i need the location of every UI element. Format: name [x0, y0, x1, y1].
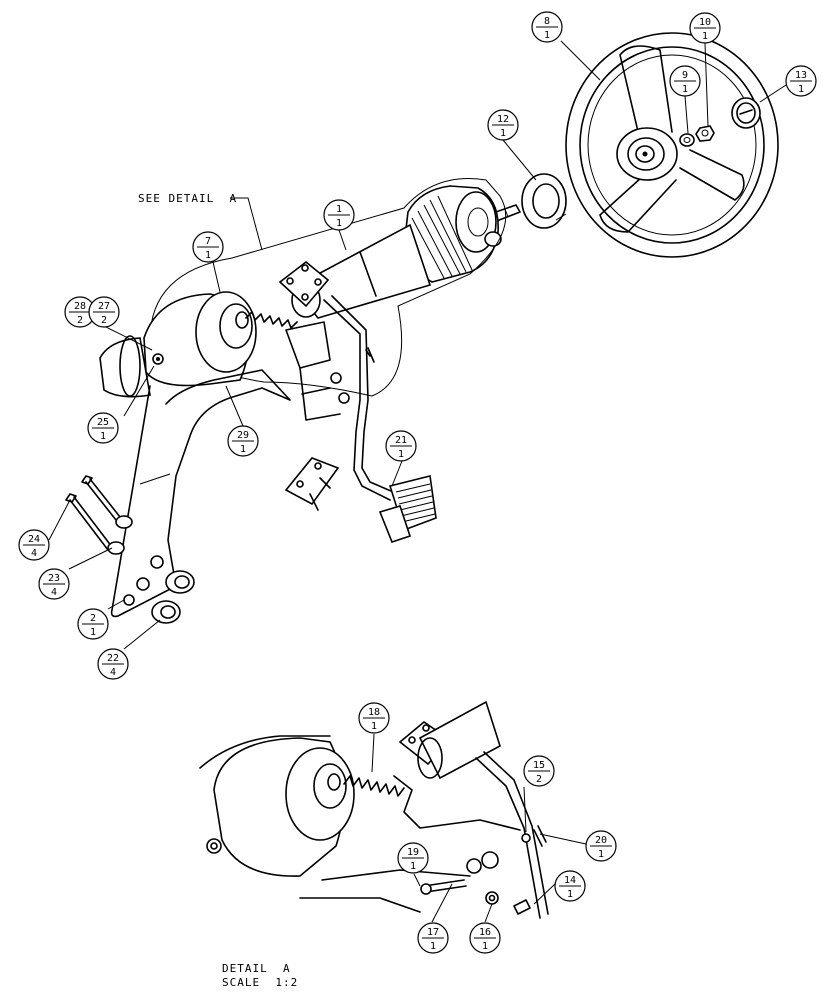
svg-text:2: 2: [77, 315, 83, 326]
callout-item-24: 244: [18, 529, 50, 561]
svg-text:29: 29: [237, 430, 249, 441]
callout-item-14: 141: [554, 870, 586, 902]
brake-actuator: [99, 291, 257, 398]
callout-item-1: 11: [323, 199, 355, 231]
svg-text:4: 4: [51, 587, 57, 598]
svg-text:7: 7: [205, 236, 211, 247]
svg-text:1: 1: [410, 861, 416, 872]
svg-text:1: 1: [598, 849, 604, 860]
hub-nut: [695, 125, 715, 142]
svg-text:1: 1: [240, 444, 246, 455]
steering-column: [278, 185, 521, 319]
callout-item-10: 101: [689, 12, 721, 44]
svg-text:1: 1: [702, 31, 708, 42]
callout-item-27: 272: [88, 296, 120, 328]
svg-text:28: 28: [74, 301, 86, 312]
callout-item-18: 181: [358, 702, 390, 734]
svg-text:9: 9: [682, 70, 688, 81]
svg-text:18: 18: [368, 707, 380, 718]
mounting-bolts: [65, 475, 133, 555]
svg-text:1: 1: [336, 218, 342, 229]
svg-text:25: 25: [97, 417, 109, 428]
svg-text:17: 17: [427, 927, 439, 938]
svg-text:2: 2: [536, 774, 542, 785]
svg-text:20: 20: [595, 835, 607, 846]
svg-text:27: 27: [98, 301, 110, 312]
svg-text:10: 10: [699, 17, 711, 28]
svg-text:4: 4: [31, 548, 37, 559]
hub-washer: [679, 133, 695, 147]
callout-item-21: 211: [385, 430, 417, 462]
callout-item-29: 291: [227, 425, 259, 457]
callout-item-23: 234: [38, 568, 70, 600]
svg-text:23: 23: [48, 573, 60, 584]
svg-text:21: 21: [395, 435, 407, 446]
svg-text:1: 1: [430, 941, 436, 952]
svg-text:1: 1: [482, 941, 488, 952]
svg-text:1: 1: [336, 204, 342, 215]
callout-item-8: 81: [531, 11, 563, 43]
detail-a-view: [199, 700, 549, 919]
svg-text:8: 8: [544, 16, 550, 27]
callout-item-13: 131: [785, 65, 817, 97]
svg-text:1: 1: [544, 30, 550, 41]
callout-item-15: 152: [523, 755, 555, 787]
callout-item-16: 161: [469, 922, 501, 954]
svg-text:14: 14: [564, 875, 576, 886]
svg-text:1: 1: [371, 721, 377, 732]
callout-item-7: 71: [192, 231, 224, 263]
svg-text:1: 1: [398, 449, 404, 460]
brake-pedal: [285, 295, 437, 543]
callout-item-20: 201: [585, 830, 617, 862]
detail-a-boundary: [149, 178, 507, 397]
callout-item-12: 121: [487, 109, 519, 141]
svg-text:12: 12: [497, 114, 509, 125]
callout-item-17: 171: [417, 922, 449, 954]
callout-item-25: 251: [87, 412, 119, 444]
spacer-ring: [521, 173, 567, 229]
svg-text:22: 22: [107, 653, 119, 664]
svg-text:1: 1: [682, 84, 688, 95]
detail-a-scale: SCALE 1:2: [222, 976, 298, 989]
svg-text:13: 13: [795, 70, 807, 81]
hub-cap: [731, 97, 761, 129]
callout-item-19: 191: [397, 842, 429, 874]
see-detail-a-note: SEE DETAIL A: [138, 192, 237, 205]
svg-text:1: 1: [205, 250, 211, 261]
callout-item-22: 224: [97, 648, 129, 680]
svg-text:16: 16: [479, 927, 491, 938]
svg-text:1: 1: [798, 84, 804, 95]
svg-text:1: 1: [90, 627, 96, 638]
svg-text:15: 15: [533, 760, 545, 771]
svg-text:2: 2: [101, 315, 107, 326]
svg-text:2: 2: [90, 613, 96, 624]
callout-item-9: 91: [669, 65, 701, 97]
svg-text:1: 1: [100, 431, 106, 442]
rubber-grommets: [151, 570, 195, 624]
callout-item-2: 21: [77, 608, 109, 640]
pedal-mount-plate: [284, 457, 340, 511]
svg-text:1: 1: [500, 128, 506, 139]
svg-text:24: 24: [28, 534, 40, 545]
svg-text:19: 19: [407, 847, 419, 858]
svg-text:1: 1: [567, 889, 573, 900]
detail-a-title: DETAIL A: [222, 962, 291, 975]
svg-text:4: 4: [110, 667, 116, 678]
mounting-bracket: [110, 369, 291, 618]
steering-wheel: [565, 32, 779, 258]
return-spring: [245, 311, 298, 329]
